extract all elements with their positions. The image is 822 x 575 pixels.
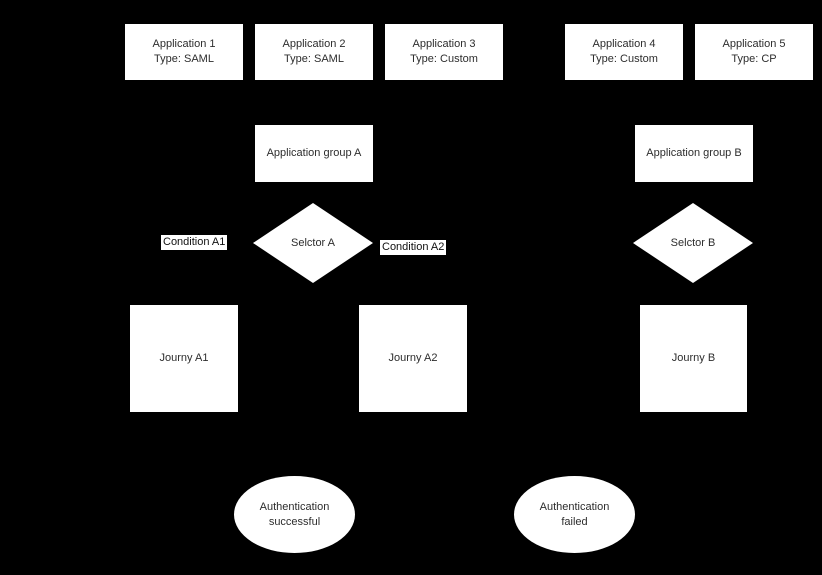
authentication-successful-line1: Authentication: [259, 500, 330, 513]
condition-a1-edge-label[interactable]: Condition A1: [161, 235, 228, 250]
condition-a2-edge-label[interactable]: Condition A2: [380, 240, 447, 255]
application-1-name: Application 1: [152, 38, 216, 50]
application-2-node[interactable]: Application 2 Type: SAML: [254, 23, 374, 81]
application-1-node[interactable]: Application 1 Type: SAML: [124, 23, 244, 81]
application-4-node[interactable]: Application 4 Type: Custom: [564, 23, 684, 81]
selector-a-label: Selctor A: [290, 236, 336, 249]
application-group-a-node[interactable]: Application group A: [254, 124, 374, 183]
authentication-successful-node[interactable]: Authentication successful: [234, 476, 355, 553]
journey-a2-label: Journy A2: [388, 352, 438, 364]
application-group-b-node[interactable]: Application group B: [634, 124, 754, 183]
journey-b-label: Journy B: [671, 352, 716, 364]
authentication-successful-line2: successful: [268, 515, 321, 528]
application-group-b-label: Application group B: [646, 147, 742, 159]
application-1-type: Type: SAML: [154, 53, 214, 65]
selector-b-diamond[interactable]: Selctor B: [633, 203, 753, 283]
authentication-failed-node[interactable]: Authentication failed: [514, 476, 635, 553]
journey-a2-node[interactable]: Journy A2: [358, 304, 468, 413]
application-5-name: Application 5: [722, 38, 786, 50]
authentication-failed-line2: failed: [561, 515, 588, 528]
journey-b-node[interactable]: Journy B: [639, 304, 748, 413]
application-3-name: Application 3: [412, 38, 476, 50]
selector-b-label: Selctor B: [670, 236, 716, 249]
application-group-a-label: Application group A: [266, 147, 362, 159]
journey-a1-node[interactable]: Journy A1: [129, 304, 239, 413]
application-2-type: Type: SAML: [284, 53, 344, 65]
application-5-node[interactable]: Application 5 Type: CP: [694, 23, 814, 81]
authentication-failed-line1: Authentication: [539, 500, 610, 513]
application-4-type: Type: Custom: [590, 53, 658, 65]
application-3-type: Type: Custom: [410, 53, 478, 65]
application-5-type: Type: CP: [731, 53, 777, 65]
journey-a1-label: Journy A1: [159, 352, 209, 364]
selector-a-diamond[interactable]: Selctor A: [253, 203, 373, 283]
application-3-node[interactable]: Application 3 Type: Custom: [384, 23, 504, 81]
application-4-name: Application 4: [592, 38, 656, 50]
application-2-name: Application 2: [282, 38, 346, 50]
